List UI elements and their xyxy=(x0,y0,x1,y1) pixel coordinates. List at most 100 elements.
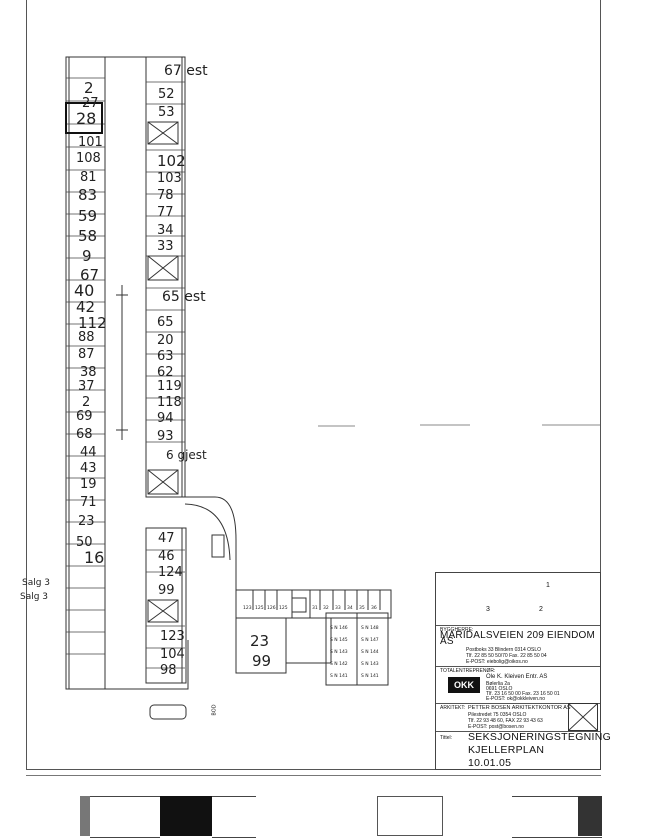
storage-row-label: 36 xyxy=(371,606,377,611)
right-col-label: 78 xyxy=(157,188,174,203)
contractor-address: E-POST: ok@okkleiven.no xyxy=(486,696,545,702)
lower-box-label: 23 xyxy=(250,632,270,650)
storage-row-label: 34 xyxy=(347,606,353,611)
architect-address: Tlf. 22 93 48 60, FAX 22 93 43 63 xyxy=(468,718,543,724)
side-mark: Salg 3 xyxy=(22,578,51,588)
scan-artifact xyxy=(90,796,160,838)
left-col-label: 87 xyxy=(78,347,95,362)
lower-box-label: 99 xyxy=(252,652,272,670)
right-col-label: 77 xyxy=(157,205,174,220)
right-col-label: 99 xyxy=(158,583,175,598)
right-col-label: 52 xyxy=(158,87,175,102)
architect-address: E-POST: post@bosen.no xyxy=(468,724,524,730)
left-col-label: 58 xyxy=(78,227,98,245)
left-col-label: 19 xyxy=(80,477,97,492)
title-block: 3 2 1 BYGGHERRE: MARIDALSVEIEN 209 EIEND… xyxy=(435,572,611,770)
owner-name: MARIDALSVEIEN 209 EIENDOM AS xyxy=(440,630,596,647)
drawing-sheet-border xyxy=(26,0,601,770)
architect-label: ARKITEKT: xyxy=(440,705,466,711)
owner-address: E-POST: eiebolig@oikos.no xyxy=(466,659,528,665)
left-col-label: 112 xyxy=(78,314,107,332)
side-mark: Salg 3 xyxy=(20,592,49,602)
storage-row-label: 125 xyxy=(279,606,288,611)
left-col-label: 44 xyxy=(80,445,97,460)
right-col-label: 102 xyxy=(157,152,186,170)
scan-artifact xyxy=(578,796,602,836)
left-col-label: 2 xyxy=(82,395,91,410)
owner-address: Postboks 33 Blindern 0314 OSLO xyxy=(466,647,542,653)
right-col-label: 65 xyxy=(157,315,174,330)
contractor-address: Tlf. 23 16 50 00 Fax. 23 16 50 01 xyxy=(486,691,560,697)
sheet-bottom-rule xyxy=(26,775,601,776)
key-number: 3 xyxy=(486,606,490,613)
left-col-label: 28 xyxy=(76,109,97,128)
left-col-label: 71 xyxy=(80,495,97,510)
left-col-label: 81 xyxy=(80,170,97,185)
small-room-label: BOD xyxy=(211,704,218,716)
left-col-label: 59 xyxy=(78,207,98,225)
storage-unit-label: S N 146 xyxy=(330,626,348,631)
contractor-address: 0691 OSLO xyxy=(486,686,513,692)
right-col-label: 93 xyxy=(157,429,174,444)
right-col-label: 62 xyxy=(157,365,174,380)
storage-row-label: 31 xyxy=(312,606,318,611)
right-parking-column xyxy=(145,56,186,498)
storage-unit-label: S N 145 xyxy=(330,638,348,643)
scan-artifact xyxy=(212,796,256,838)
right-col-label: 98 xyxy=(160,663,177,678)
storage-unit-label: S N 143 xyxy=(361,662,379,667)
right-col-label: 65 est xyxy=(162,289,206,305)
scan-artifact xyxy=(80,796,90,836)
architect-name: PETTER BOSEN ARKITEKTKONTOR AS xyxy=(468,705,571,711)
contractor-label: TOTALENTREPRENØR: xyxy=(440,668,496,674)
storage-unit-label: S N 141 xyxy=(330,674,348,679)
left-col-label: 2 xyxy=(84,79,94,97)
scan-artifact xyxy=(160,796,212,836)
left-col-label: 108 xyxy=(76,151,101,166)
left-col-label: 23 xyxy=(78,514,95,529)
right-col-label: 46 xyxy=(158,549,175,564)
storage-row-label: 123 xyxy=(243,606,252,611)
drawing-date: 10.01.05 xyxy=(468,757,512,769)
left-col-label: 67 xyxy=(80,266,100,284)
drawing-subtitle: KJELLERPLAN xyxy=(468,744,545,756)
owner-address: Tlf. 22 85 50 50/70 Fax. 22 85 50 04 xyxy=(466,653,547,659)
right-col-label: 119 xyxy=(157,379,182,394)
right-col-label: 20 xyxy=(157,333,174,348)
left-col-label: 68 xyxy=(76,427,93,442)
revision-cross-box xyxy=(568,703,598,731)
storage-row-label: 35 xyxy=(359,606,365,611)
key-number: 1 xyxy=(546,582,550,589)
key-number: 2 xyxy=(539,606,543,613)
storage-row-label: 125 xyxy=(255,606,264,611)
left-col-label: 88 xyxy=(78,330,95,345)
left-col-label: 27 xyxy=(82,96,99,111)
right-col-label: 123 xyxy=(160,629,185,644)
left-col-label: 43 xyxy=(80,461,97,476)
title-label: Tittel: xyxy=(440,735,453,741)
left-col-label: 101 xyxy=(78,135,103,150)
storage-row-label: 126 xyxy=(267,606,276,611)
storage-unit-label: S N 148 xyxy=(361,626,379,631)
left-col-label: 83 xyxy=(78,186,98,204)
storage-row-label: 33 xyxy=(335,606,341,611)
contractor-name: Ole K. Kleiven Entr. AS xyxy=(486,674,548,680)
right-col-label: 63 xyxy=(157,349,174,364)
right-col-label: 118 xyxy=(157,395,182,410)
right-col-label: 47 xyxy=(158,531,175,546)
left-col-label: 16 xyxy=(84,548,105,567)
right-col-label: 6 gjest xyxy=(166,448,207,462)
left-col-label: 9 xyxy=(82,247,92,265)
left-col-label: 50 xyxy=(76,535,93,550)
scan-artifact xyxy=(377,796,443,836)
storage-row-label: 32 xyxy=(323,606,329,611)
left-col-label: 40 xyxy=(74,281,95,300)
storage-unit-label: S N 142 xyxy=(330,662,348,667)
left-col-label: 42 xyxy=(76,298,96,316)
left-col-label: 38 xyxy=(80,365,97,380)
right-col-label: 124 xyxy=(158,565,183,580)
right-col-label: 34 xyxy=(157,223,174,238)
right-col-label: 33 xyxy=(157,239,174,254)
right-col-label: 53 xyxy=(158,105,175,120)
